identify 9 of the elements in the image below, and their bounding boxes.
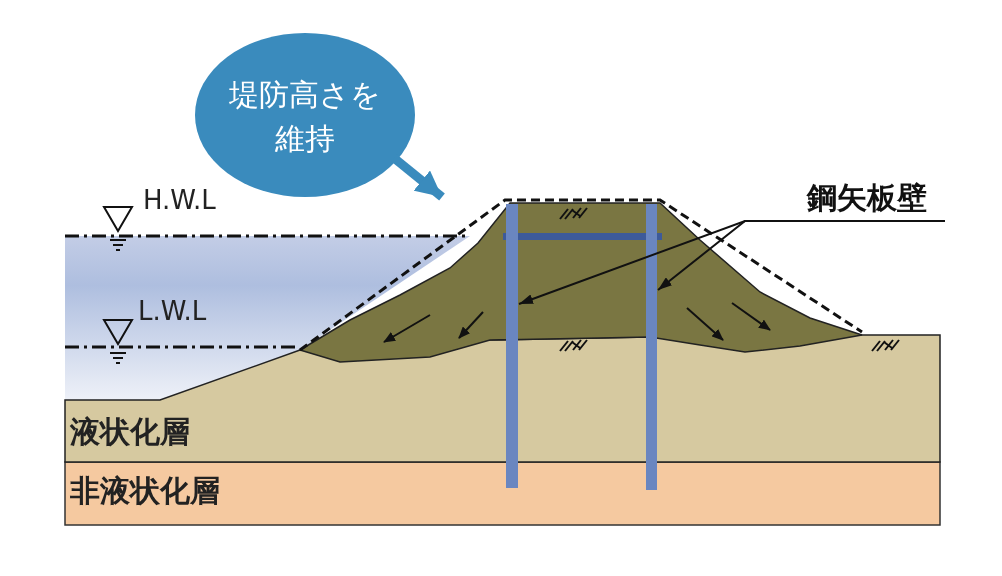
- water-level-label: L.W.L: [138, 297, 207, 326]
- water-level-label: H.W.L: [143, 186, 216, 215]
- callout-arrow: [391, 154, 445, 201]
- steel-sheet-pile: [646, 204, 657, 490]
- bubble-text: 堤防高さを維持: [228, 76, 382, 158]
- callout-label: 鋼矢板壁: [807, 181, 927, 215]
- steel-sheet-pile: [506, 204, 518, 488]
- layer-label: 液状化層: [70, 415, 190, 448]
- layer-label: 非液状化層: [70, 474, 220, 507]
